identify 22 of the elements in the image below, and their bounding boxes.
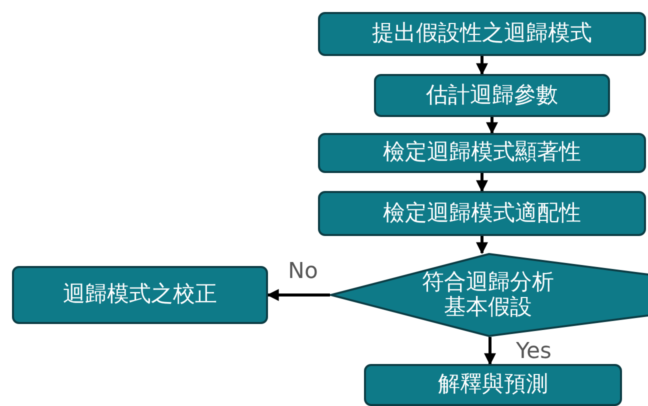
arrow (476, 56, 488, 76)
process-box (318, 133, 646, 173)
arrow (484, 337, 496, 366)
edge-label: Yes (516, 339, 552, 364)
process-box (318, 12, 646, 56)
node-text: 檢定迴歸模式適配性 (383, 200, 581, 226)
decision-diamond (330, 253, 648, 337)
process-box (12, 266, 268, 324)
node-text: 檢定迴歸模式顯著性 (383, 140, 581, 166)
arrow (476, 173, 488, 192)
node-text: 解釋與預測 (438, 372, 548, 398)
edge-label: No (288, 259, 318, 284)
process-box (318, 191, 646, 236)
node-text: 迴歸模式之校正 (63, 282, 217, 308)
arrow (266, 289, 330, 301)
node-text: 符合迴歸分析基本假設 (421, 270, 555, 320)
process-box (364, 364, 622, 406)
node-text: 提出假設性之迴歸模式 (372, 21, 592, 47)
arrow (486, 117, 498, 134)
arrow (476, 236, 488, 254)
process-box (374, 74, 610, 117)
node-text: 估計迴歸參數 (426, 82, 558, 108)
